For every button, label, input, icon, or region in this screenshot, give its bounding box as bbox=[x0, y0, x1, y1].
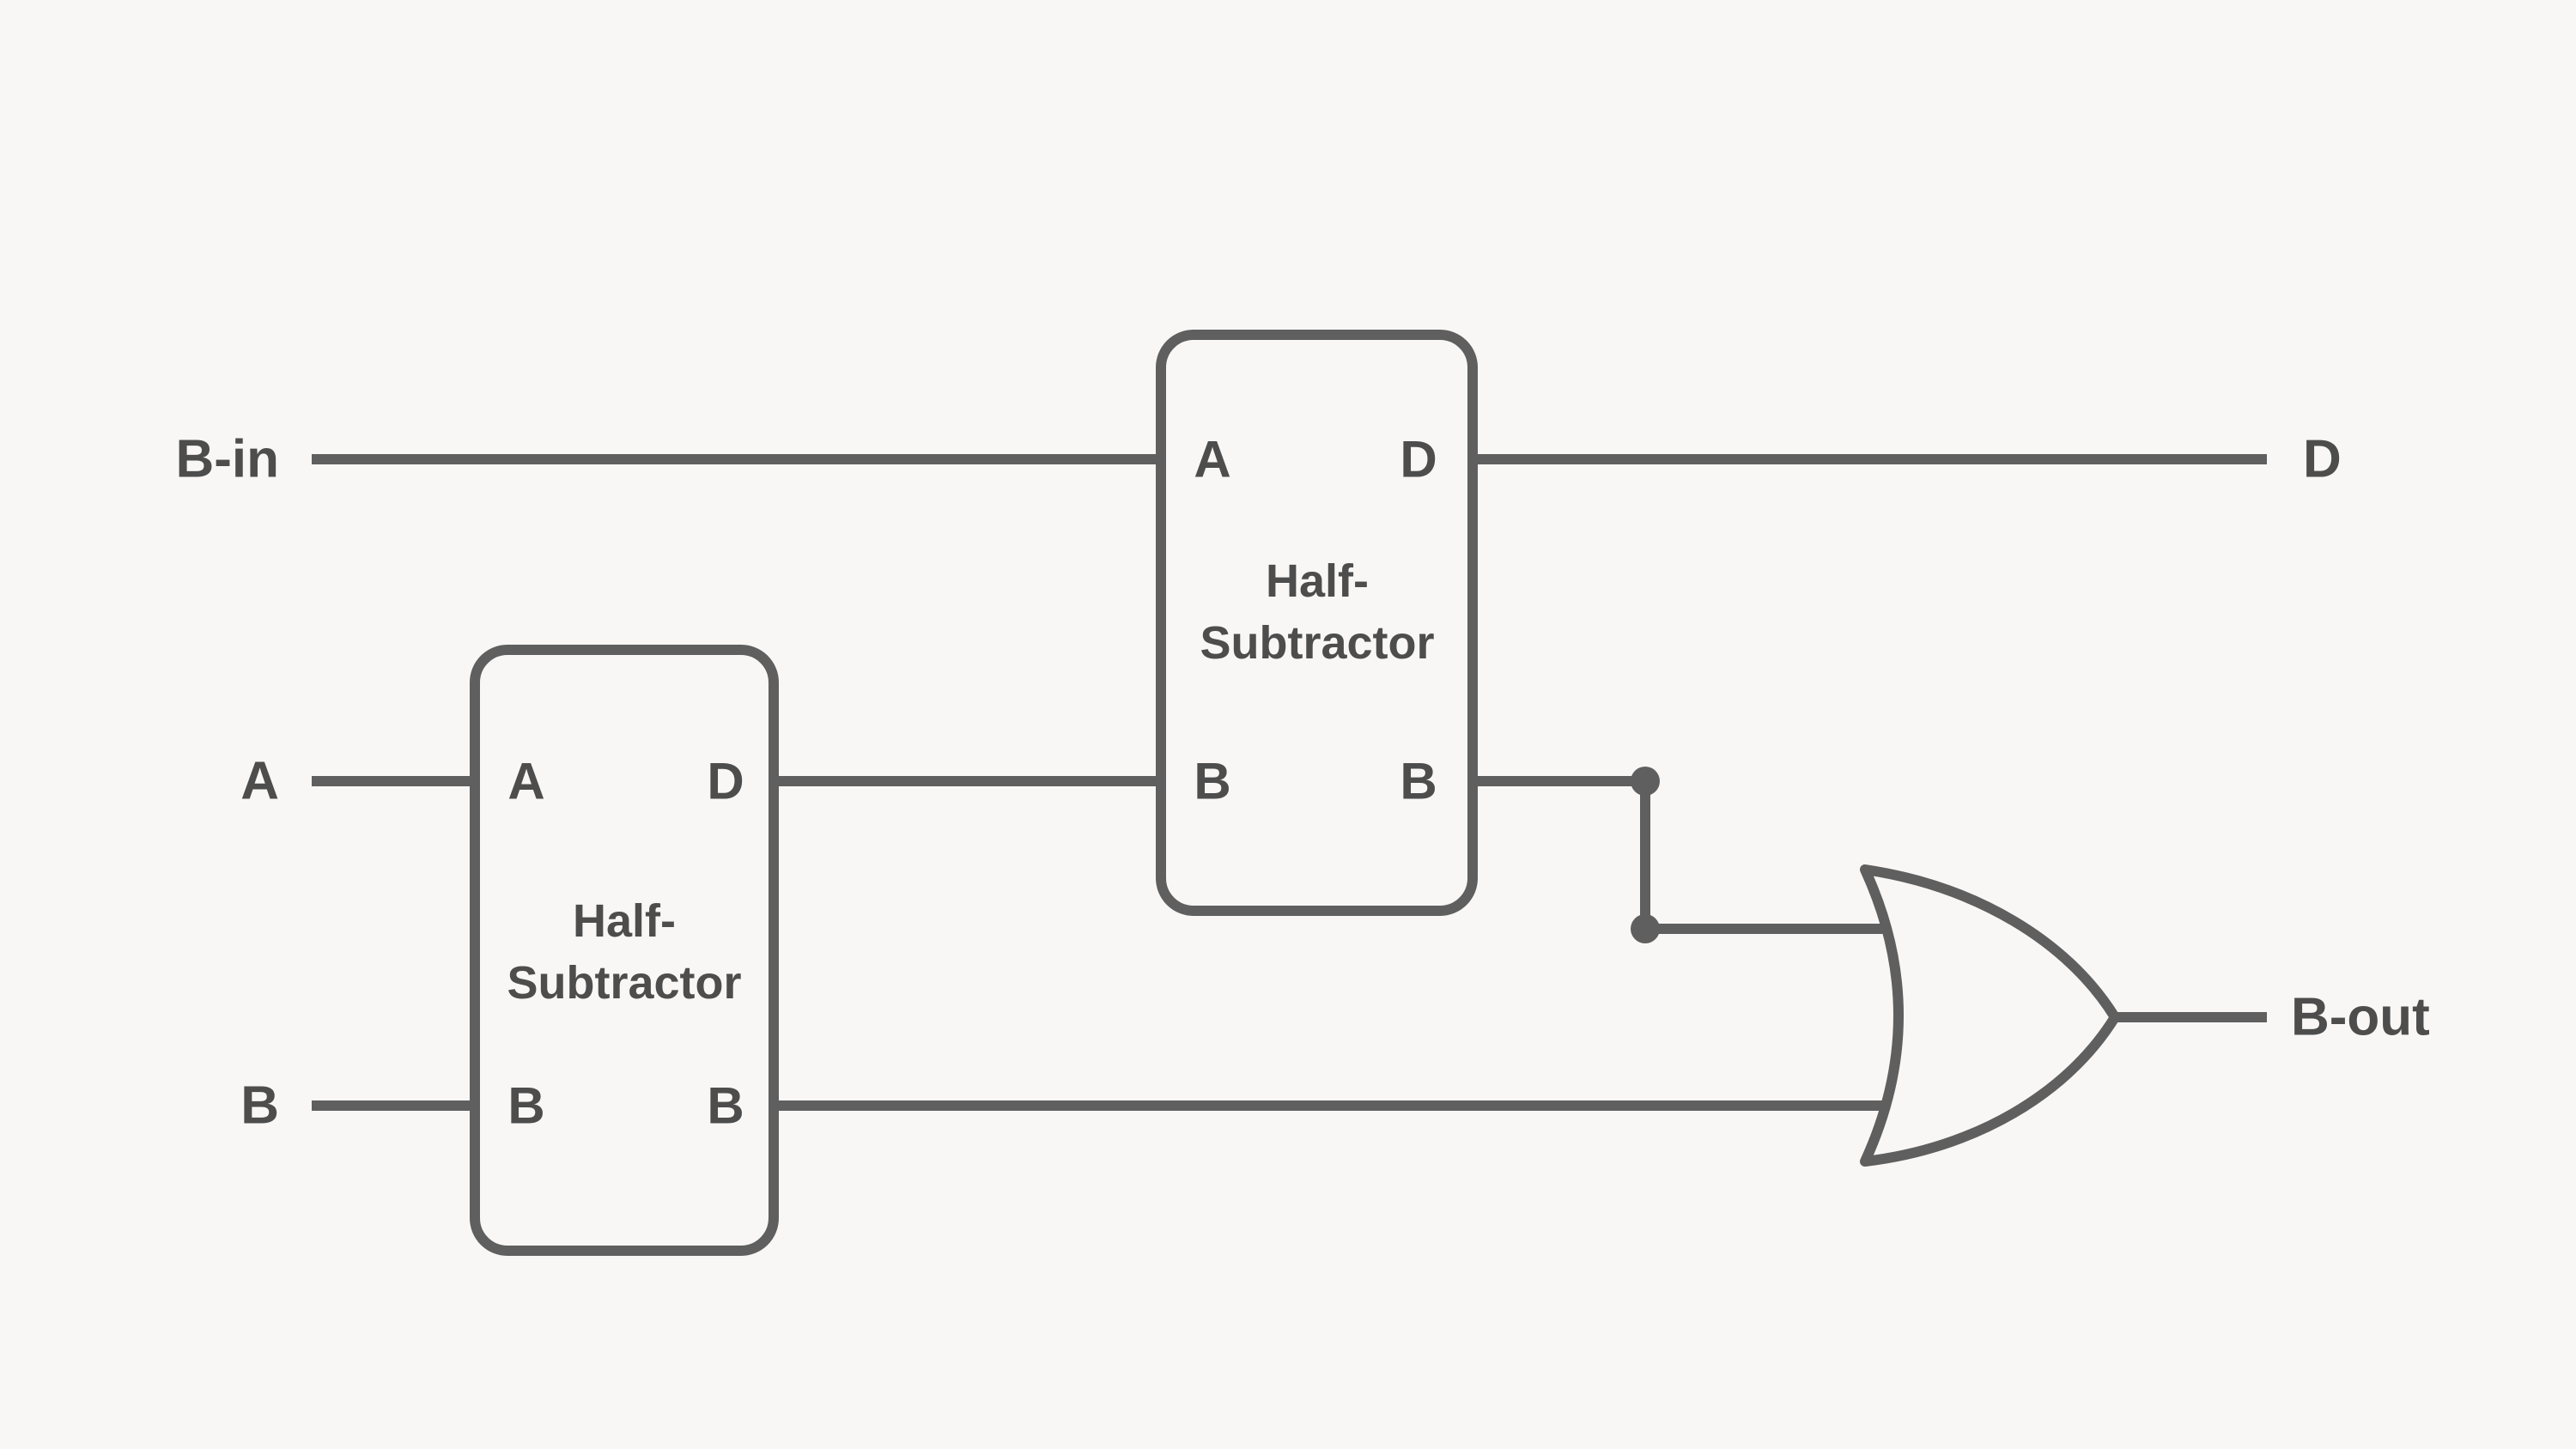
or-gate-icon bbox=[1860, 864, 2120, 1167]
hs2-port-d-label: D bbox=[1400, 431, 1437, 488]
output-label-b-out: B-out bbox=[2291, 988, 2430, 1047]
hs2-port-a-label: A bbox=[1194, 431, 1230, 488]
half-subtractor-2-box bbox=[1156, 330, 1478, 916]
junction-dot-bottom bbox=[1631, 914, 1660, 943]
input-label-b: B bbox=[240, 1076, 279, 1136]
hs2-title-line1: Half- bbox=[1266, 555, 1369, 607]
junction-dot-top bbox=[1631, 767, 1660, 796]
wire-hs2-b-to-or-gate bbox=[1473, 776, 1898, 934]
hs2-port-b-out-label: B bbox=[1400, 753, 1437, 810]
hs1-title-line2: Subtractor bbox=[507, 957, 741, 1009]
hs1-port-d-label: D bbox=[707, 753, 744, 810]
half-subtractor-1-box bbox=[470, 645, 779, 1256]
hs1-port-b-in-label: B bbox=[507, 1077, 544, 1135]
hs1-port-a-label: A bbox=[507, 753, 544, 810]
hs2-port-b-in-label: B bbox=[1194, 753, 1230, 810]
input-label-a: A bbox=[240, 752, 279, 811]
hs1-port-b-out-label: B bbox=[707, 1077, 744, 1135]
hs1-title-line1: Half- bbox=[573, 895, 676, 947]
output-label-d: D bbox=[2303, 430, 2342, 489]
hs2-title-line2: Subtractor bbox=[1200, 617, 1434, 669]
input-label-b-in: B-in bbox=[175, 430, 279, 489]
